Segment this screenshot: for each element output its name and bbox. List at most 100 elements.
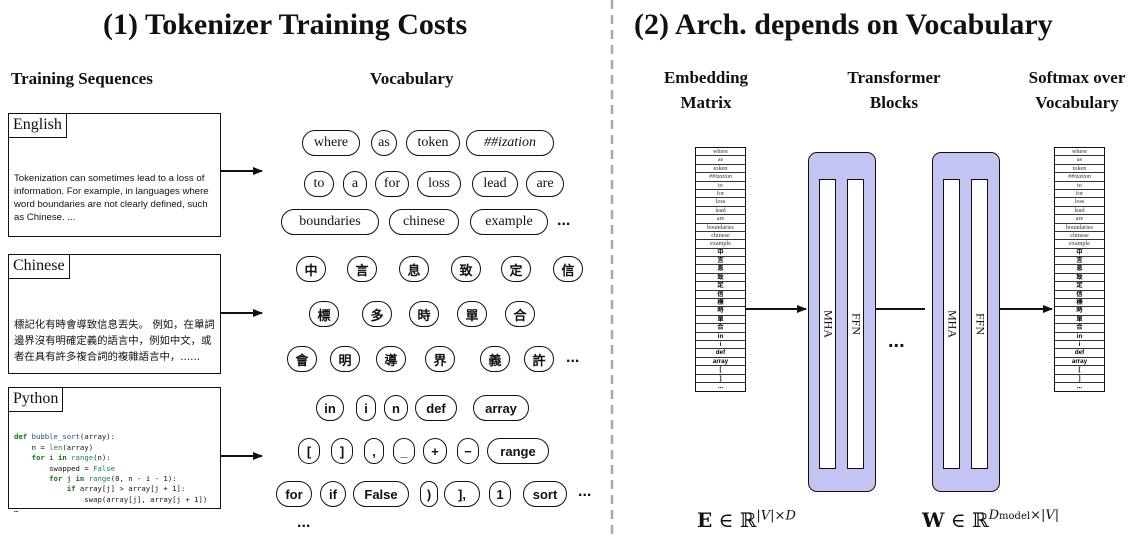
embedding-matrix-header: Embedding Matrix [663,68,749,112]
code-line: … [14,505,19,515]
vocab-cell: 時 [1055,307,1104,316]
vocab-ellipsis: ... [566,349,580,366]
vocab-token: 許 [524,346,554,372]
vocab-cell: 中 [1055,249,1104,258]
vocab-token: _ [393,438,415,464]
vocab-token: for [375,171,409,197]
vocabulary-header: Vocabulary [370,69,454,88]
code-line: swapped = False [14,463,116,473]
mha-label: MHA [945,309,959,339]
vocab-cell: loss [1055,198,1104,207]
unembedding-equation: W ∈ ℝDmodel×|V| [922,508,1060,532]
vocab-cell: 致 [1055,274,1104,283]
vocab-cell: ##ization [1055,173,1104,182]
vocab-token: example [470,209,548,235]
vocab-cell: are [696,215,745,224]
card-label-chinese: Chinese [9,255,70,279]
vocab-cell: 合 [696,324,745,333]
vocab-token: [ [298,438,320,464]
vocab-token: n [384,395,408,421]
vocab-token: 息 [399,256,429,282]
vocab-cell: example [696,240,745,249]
vocab-cell: boundaries [1055,224,1104,232]
code-line: def bubble_sort(array): [14,432,116,442]
vocab-cell: 時 [696,307,745,316]
vocab-cell: in [1055,333,1104,341]
training-card-english: English Tokenization can sometimes lead … [8,113,221,237]
vocab-ellipsis: ... [557,212,571,229]
vocab-token: 言 [347,256,377,282]
vocab-cell: ... [1076,382,1083,390]
card-label-english: English [9,114,67,138]
vocab-token: def [415,395,457,421]
vocab-token: − [457,438,479,464]
vocab-cell: 合 [1055,324,1104,333]
code-line: if array[j] > array[j + 1]: [66,484,186,494]
vocab-token: 信 [553,256,583,282]
vocab-token: lead [472,171,518,197]
vocab-cell: 信 [1055,291,1104,300]
card-code-python: def bubble_sort(array): n = len(array) f… [14,422,215,516]
training-sequences-header: Training Sequences [11,69,153,88]
vocab-cell: i [696,341,745,350]
vocab-token: , [364,438,384,464]
left-panel-title: (1) Tokenizer Training Costs [103,8,468,41]
vocab-cell: 言 [1055,257,1104,266]
vocab-cell: 息 [1055,265,1104,274]
vocab-cell: def [1055,349,1104,358]
vocab-cell: [ [1055,366,1104,375]
training-card-chinese: Chinese 標記化有時會導致信息丟失。 例如，在單詞邊界沒有明確定義的語言中… [8,254,221,374]
vocab-token: if [320,481,346,507]
mha-sublayer: MHA [943,179,960,469]
vocab-token: in [316,395,344,421]
ffn-label: FFN [973,312,987,336]
vocab-cell: where [1055,148,1104,157]
transformer-block-2: MHA FFN [932,152,1000,492]
vocab-cell: 中 [696,249,745,258]
vocab-cell: def [696,349,745,358]
code-line: for i in range(n): [31,453,111,463]
vocab-token: 致 [451,256,481,282]
vocab-token: 中 [296,256,326,282]
vocab-cell: 單 [1055,316,1104,325]
vocab-token: loss [417,171,461,197]
vocab-cell: lead [696,207,745,216]
vocab-token: as [371,130,397,156]
vocab-cell: boundaries [696,224,745,232]
vocab-cell: to [696,182,745,190]
vocab-cell: ] [696,375,745,383]
ffn-sublayer: FFN [847,179,864,469]
right-panel-title: (2) Arch. depends on Vocabulary [634,8,1053,41]
vocab-token: to [304,171,334,197]
vocab-cell: token [696,165,745,174]
vocab-token: range [487,438,549,464]
vocab-token: 1 [489,481,511,507]
softmax-header: Softmax over Vocabulary [1028,68,1126,112]
vocab-token: 界 [425,346,455,372]
vocab-token: ] [331,438,353,464]
card-label-python: Python [9,388,64,412]
vocab-cell: 致 [696,274,745,283]
vocab-bottom-ellipsis: ... [297,514,311,531]
vocab-token: boundaries [281,209,379,235]
vocab-cell: example [1055,240,1104,249]
vocab-cell: chinese [696,232,745,241]
vocab-token: False [353,481,409,507]
vocab-cell: [ [696,366,745,375]
vocab-token: 導 [376,346,406,372]
vocab-cell: token [1055,165,1104,174]
vocab-cell: 定 [1055,282,1104,291]
vocab-token: a [343,171,367,197]
transformer-blocks-header: Transformer Blocks [847,68,941,112]
vocab-cell: as [1055,156,1104,165]
vocab-cell: 息 [696,265,745,274]
vocab-cell: 標 [696,299,745,308]
vocab-cell: 標 [1055,299,1104,308]
vocab-cell: as [696,156,745,165]
vocab-token: 時 [409,301,439,327]
card-text-english: Tokenization can sometimes lead to a los… [14,173,209,223]
vocab-token: ) [420,481,438,507]
vocab-token: 多 [362,301,392,327]
vocab-cell: lead [1055,207,1104,216]
